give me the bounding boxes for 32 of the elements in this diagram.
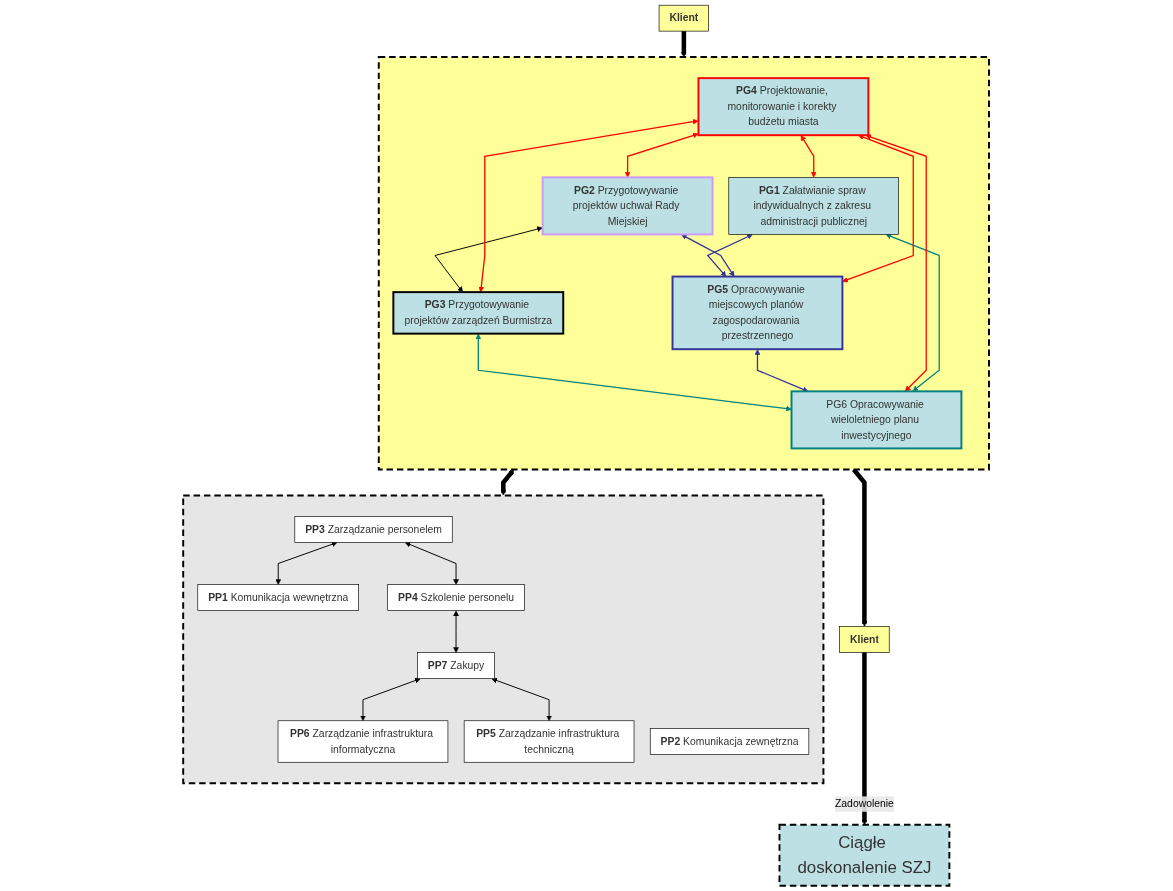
node-box: PG4 Projektowanie, monitorowanie i korekty budżetu miasta (697, 77, 870, 137)
node-box: PP7 Zakupy (417, 652, 496, 679)
node-box: PP2 Komunikacja zewnętrzna (650, 728, 810, 755)
arrow (755, 349, 809, 392)
node-box: Ciągłe doskonalenie SZJ (778, 823, 951, 887)
arrow (801, 135, 817, 178)
arrow (625, 132, 699, 178)
node-box: PP1 Komunikacja wewnętrzna (197, 584, 360, 611)
arrow (707, 234, 754, 277)
edge-label: Zadowolenie (835, 798, 895, 810)
node-box: PP5 Zarządzanie infrastruktura techniczną (464, 720, 635, 763)
node-box: PG2 Przygotowywanie projektów uchwał Rady Miejskiej (542, 176, 714, 236)
arrow (862, 652, 868, 826)
node-box: Klient (659, 4, 710, 32)
arrow (842, 134, 915, 283)
node-box: Klient (839, 626, 890, 653)
node-box: PG6 Opracowywanie wieloletniego planu inwestycyjnego (790, 390, 963, 450)
cluster (182, 494, 825, 785)
node-box: PG1 Załatwianie spraw indywidualnych z zakresu administracji publicznej (728, 177, 900, 235)
node-box: PP3 Zarządzanie personelem (294, 516, 453, 543)
arrow (865, 134, 928, 392)
arrow (681, 234, 735, 277)
node-box: PG5 Opracowywanie miejscowych planów zagospodarowania przestrzennego (671, 275, 844, 351)
arrow (681, 31, 688, 58)
arrow (852, 468, 868, 627)
cluster (378, 56, 991, 471)
arrow (478, 118, 699, 293)
arrow (500, 469, 515, 496)
arrow (886, 233, 941, 392)
node-box: PG3 Przygotowywanie projektów zarządzeń Burmistrza (392, 291, 565, 335)
node-box: PP4 Szkolenie personelu (387, 584, 526, 611)
node-box: PP6 Zarządzanie infrastruktura informatyczna (278, 720, 449, 763)
